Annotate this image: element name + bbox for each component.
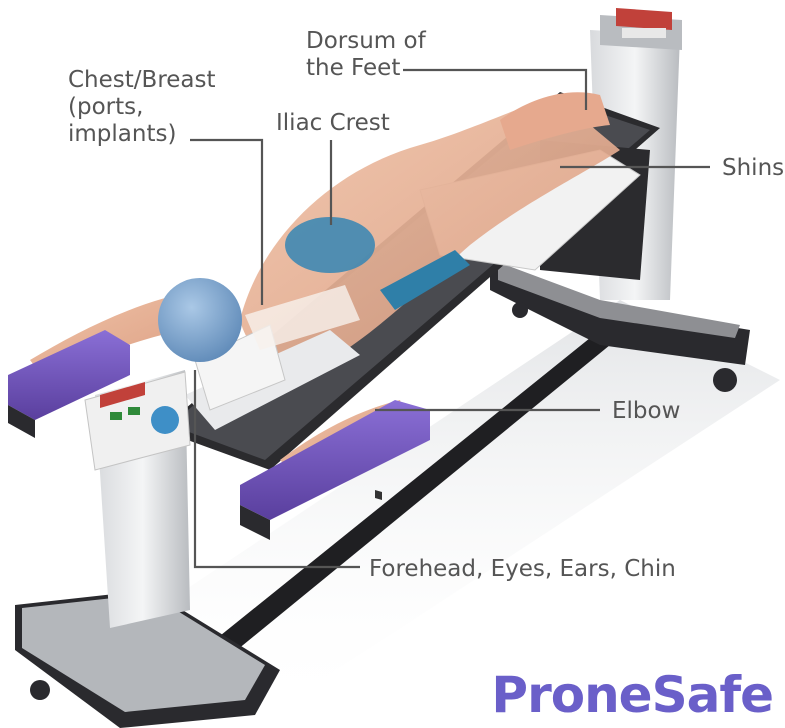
- label-forehead-eyes-ears-chin: Forehead, Eyes, Ears, Chin: [369, 556, 676, 583]
- label-dorsum-of-feet: Dorsum of the Feet: [306, 28, 426, 82]
- label-elbow: Elbow: [612, 398, 680, 425]
- label-chest-breast: Chest/Breast (ports, implants): [68, 67, 216, 148]
- brand-logo: ProneSafe: [491, 666, 773, 724]
- label-iliac-crest: Iliac Crest: [276, 110, 390, 137]
- label-shins: Shins: [722, 155, 784, 182]
